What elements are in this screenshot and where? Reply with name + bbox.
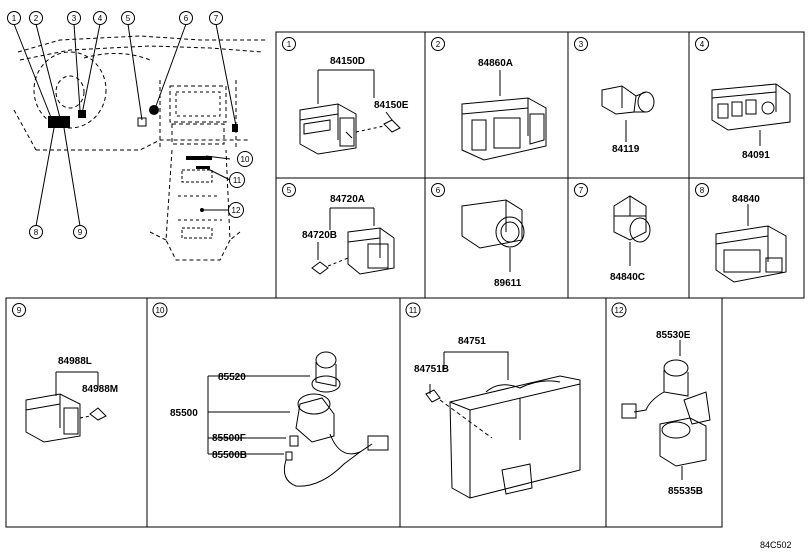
callout-11-label: 11 [233, 176, 242, 185]
callout-6-label: 6 [184, 14, 189, 23]
panel-12-number: 12 [615, 306, 624, 315]
callout-2-marker [29, 11, 43, 25]
dashboard-overview [13, 23, 268, 261]
part-85500: 85500 [170, 408, 198, 419]
part-89611: 89611 [494, 278, 522, 289]
callout-12-marker [228, 202, 244, 218]
callout-4-label: 4 [98, 14, 103, 23]
panel-3-number: 3 [579, 40, 584, 49]
callout-6-marker [179, 11, 193, 25]
callout-4-marker [93, 11, 107, 25]
panel-7-socket [613, 195, 651, 266]
panel-7-number: 7 [579, 186, 584, 195]
part-84720B: 84720B [302, 230, 337, 241]
part-84150E: 84150E [374, 100, 409, 111]
panel-grid [5, 31, 805, 528]
panel-10-cigarette-lighter [207, 351, 389, 487]
part-84119: 84119 [612, 144, 640, 155]
part-84150D: 84150D [330, 56, 365, 67]
callout-3-marker [67, 11, 81, 25]
part-84840: 84840 [732, 194, 760, 205]
callout-11-marker [229, 172, 245, 188]
part-84988L: 84988L [58, 356, 92, 367]
panel-9-switch [25, 371, 107, 443]
panel-9-number: 9 [17, 306, 22, 315]
panel-2-switch-block [461, 70, 547, 161]
panel-8-switch-block [715, 204, 787, 283]
part-84751: 84751 [458, 336, 486, 347]
callout-5-label: 5 [126, 14, 131, 23]
panel-5-number: 5 [287, 186, 292, 195]
callout-9-marker [73, 225, 87, 239]
callout-8-marker [29, 225, 43, 239]
callout-12-label: 12 [232, 206, 241, 215]
panel-12-socket [621, 340, 711, 480]
part-84840C: 84840C [610, 272, 645, 283]
callout-9-label: 9 [78, 228, 83, 237]
callout-1-label: 1 [12, 14, 17, 23]
panel-1-number: 1 [287, 40, 292, 49]
panel-10-number: 10 [156, 306, 165, 315]
part-84860A: 84860A [478, 58, 513, 69]
callout-3-label: 3 [72, 14, 77, 23]
panel-11-number: 11 [409, 306, 418, 315]
panel-4-control-switch [711, 83, 791, 146]
panel-3-knob [601, 85, 655, 142]
callout-10-marker [237, 151, 253, 167]
reference-code: 84C502 [760, 540, 792, 550]
callout-8-label: 8 [34, 228, 39, 237]
part-84988M: 84988M [82, 384, 118, 395]
part-85530E: 85530E [656, 330, 691, 341]
callout-2-label: 2 [34, 14, 39, 23]
part-85500B: 85500B [212, 450, 247, 461]
part-84091: 84091 [742, 150, 770, 161]
panel-2-number: 2 [436, 40, 441, 49]
callout-1-marker [7, 11, 21, 25]
panel-4-number: 4 [700, 40, 705, 49]
callout-7-label: 7 [214, 14, 219, 23]
part-84751B: 84751B [414, 364, 449, 375]
callout-10-label: 10 [241, 155, 250, 164]
callout-5-marker [121, 11, 135, 25]
panel-8-number: 8 [700, 186, 705, 195]
callout-7-marker [209, 11, 223, 25]
part-85520: 85520 [218, 372, 246, 383]
part-85535B: 85535B [668, 486, 703, 497]
part-84720A: 84720A [330, 194, 365, 205]
panel-11-module [425, 351, 581, 499]
part-85500F: 85500F [212, 433, 246, 444]
panel-6-number: 6 [436, 186, 441, 195]
panel-6-start-button [461, 199, 525, 272]
panel-1-switch [299, 69, 401, 155]
panel-5-switch [311, 207, 395, 275]
